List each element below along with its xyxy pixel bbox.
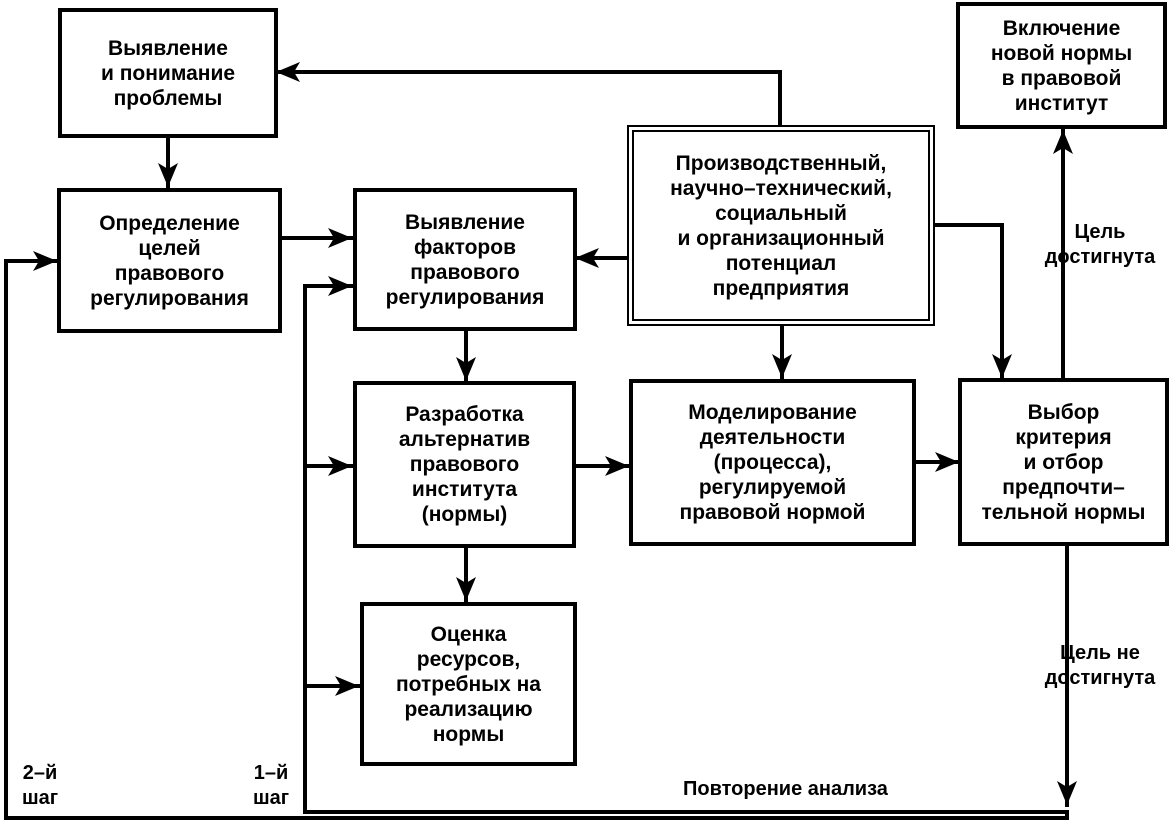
box-line: предпочти– [1002, 475, 1125, 499]
label-line: достигнута [1044, 246, 1156, 268]
box-line: Выявление [107, 36, 228, 60]
label-line: Цель не [1060, 642, 1140, 664]
box-line: научно–технический, [670, 176, 892, 200]
box-line: и понимание [100, 61, 236, 85]
loop-step2-line [4, 259, 1069, 820]
box-line: Моделирование [688, 401, 857, 424]
label-line: 1–й [253, 762, 289, 784]
box-line: Выявление [404, 210, 525, 234]
box-line: социальный [715, 201, 847, 225]
box-line: институт [1014, 91, 1109, 115]
box-develop-alternatives: Разработка альтернатив правового институ… [353, 381, 576, 548]
box-line: Разработка [405, 403, 524, 426]
box-line: Определение [99, 211, 240, 235]
box-line: в правовой [1001, 66, 1122, 90]
label-goal-not-reached: Цель не достигнута [1028, 641, 1172, 691]
box-line: регулируемой [698, 476, 847, 499]
box-line: целей [138, 236, 201, 260]
box-line: факторов [414, 235, 516, 259]
box-line: потребных на [396, 672, 541, 696]
box-line: и организационный [677, 226, 885, 250]
box-line: ресурсов, [416, 647, 521, 671]
box-modeling: Моделирование деятельности (процесса), р… [629, 379, 916, 546]
label-line: шаг [21, 787, 59, 809]
box-choose-criterion: Выбор критерия и отбор предпочти– тельно… [958, 378, 1169, 546]
label-line: шаг [252, 787, 290, 809]
box-include-norm: Включение новой нормы в правовой институ… [956, 2, 1167, 129]
box-line: новой нормы [990, 41, 1133, 65]
box-line: предприятия [712, 276, 850, 300]
label-repeat-analysis: Повторение анализа [683, 778, 888, 800]
box-line: регулирования [385, 285, 545, 309]
box-line: реализацию [404, 697, 533, 721]
label-step2: 2–й шаг [18, 761, 62, 811]
box-line: Выбор [1027, 400, 1100, 424]
loop-repeat-analysis [303, 771, 1069, 814]
box-line: Производственный, [675, 151, 887, 175]
label-goal-reached: Цель достигнута [1030, 220, 1170, 270]
box-identify-problem: Выявление и понимание проблемы [58, 8, 278, 138]
box-line: (нормы) [421, 503, 508, 526]
box-line: правового [410, 260, 520, 284]
box-line: проблемы [113, 86, 223, 110]
box-line: правовой нормой [679, 501, 866, 524]
box-line: потенциал [725, 251, 837, 275]
box-define-goals: Определение целей правового регулировани… [57, 188, 282, 333]
box-line: деятельности [699, 426, 846, 449]
box-line: правового [114, 261, 225, 285]
box-line: нормы [432, 722, 505, 746]
label-line: достигнута [1044, 667, 1156, 689]
arrow-potential-to-choose-criterion [931, 223, 1012, 380]
box-line: и отбор [1023, 450, 1104, 474]
box-line: института [411, 478, 518, 501]
box-assess-resources: Оценка ресурсов, потребных на реализацию… [360, 602, 577, 766]
box-line: Оценка [430, 622, 507, 646]
box-line: альтернатив [398, 428, 531, 451]
arrow-potential-to-identify-problem [274, 62, 782, 130]
box-potential: Производственный, научно–технический, со… [627, 125, 935, 326]
box-line: Включение [1002, 16, 1121, 40]
box-line: (процесса), [713, 451, 832, 474]
box-line: критерия [1015, 425, 1112, 449]
label-line: 2–й [22, 762, 58, 784]
box-line: тельной нормы [981, 500, 1146, 524]
box-line: правового [409, 453, 520, 476]
box-line: регулирования [90, 286, 249, 310]
label-step1: 1–й шаг [247, 761, 295, 811]
label-line: Цель [1074, 221, 1126, 243]
box-identify-factors: Выявление факторов правового регулирован… [353, 188, 577, 331]
